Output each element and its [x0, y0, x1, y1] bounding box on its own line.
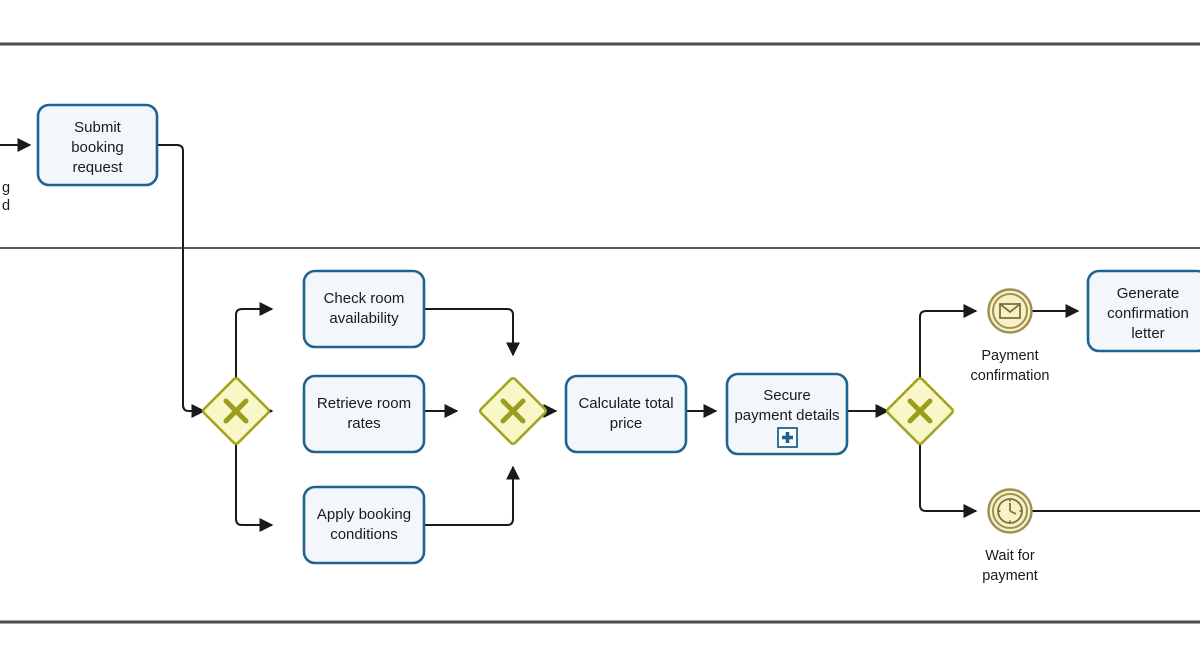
flow-check-to-merge[interactable]: [424, 308, 520, 357]
event-label: payment: [982, 568, 1038, 584]
flow-submit-to-submit-split[interactable]: [157, 144, 206, 418]
task-generate-confirmation-letter[interactable]: Generate confirmation letter: [1086, 269, 1200, 353]
task-label: letter: [1131, 325, 1164, 342]
task-shape: [302, 485, 426, 565]
task-label: Retrieve room: [317, 395, 411, 412]
task-label: request: [72, 159, 123, 176]
exclusive-x-icon: [223, 398, 249, 424]
event-label: Payment: [981, 348, 1038, 364]
clipped-label-line-1: g: [2, 180, 10, 196]
subprocess-expand-plus-icon[interactable]: [777, 427, 798, 448]
sequence-flows: [0, 138, 1200, 532]
task-label: price: [610, 415, 643, 432]
flow-split-to-apply[interactable]: [235, 435, 274, 532]
subprocess-label: payment details: [734, 407, 839, 424]
task-submit-booking-request[interactable]: Submit booking request: [36, 103, 159, 187]
clock-icon: [997, 498, 1023, 524]
event-payment-confirmation[interactable]: Payment confirmation: [971, 288, 1050, 385]
task-shape: [564, 374, 688, 454]
task-apply-booking-conditions[interactable]: Apply booking conditions: [302, 485, 426, 565]
subprocess-secure-payment-details[interactable]: Secure payment details: [725, 372, 849, 456]
flow-apply-to-merge[interactable]: [424, 465, 520, 526]
gateway-split-payment-outcome[interactable]: [886, 377, 954, 445]
task-label: Submit: [74, 119, 122, 136]
task-shape: [36, 103, 159, 187]
task-label: Check room: [324, 290, 405, 307]
envelope-icon: [999, 303, 1021, 319]
task-retrieve-room-rates[interactable]: Retrieve room rates: [302, 374, 426, 454]
task-label: Apply booking: [317, 506, 411, 523]
task-label: booking: [71, 139, 124, 156]
pool-lanes: [0, 42, 1200, 624]
event-label: Wait for: [985, 548, 1035, 564]
subprocess-label: Secure: [763, 387, 811, 404]
task-shape: [302, 269, 426, 349]
task-shape: [1086, 269, 1200, 353]
flow-split-to-check[interactable]: [235, 302, 274, 387]
clipped-label-line-2: d: [2, 198, 10, 214]
event-wait-for-payment[interactable]: Wait for payment: [982, 488, 1038, 585]
task-label: Generate: [1117, 285, 1180, 302]
clipped-start-event-label: g d: [2, 180, 10, 214]
task-label: rates: [347, 415, 380, 432]
task-label: confirmation: [1107, 305, 1189, 322]
flow-paysplit-to-confirmation[interactable]: [919, 304, 978, 387]
task-label: conditions: [330, 526, 398, 543]
task-calculate-total-price[interactable]: Calculate total price: [564, 374, 688, 454]
exclusive-x-icon: [500, 398, 526, 424]
exclusive-x-icon: [907, 398, 933, 424]
task-label: availability: [329, 310, 399, 327]
subprocess-shape: [725, 372, 849, 456]
gateway-split-parallel-check[interactable]: [202, 377, 270, 445]
event-label: confirmation: [971, 368, 1050, 384]
task-label: Calculate total: [578, 395, 673, 412]
flow-paysplit-to-wait[interactable]: [919, 435, 978, 518]
gateway-merge-parallel-check[interactable]: [479, 377, 547, 445]
task-check-room-availability[interactable]: Check room availability: [302, 269, 426, 349]
task-shape: [302, 374, 426, 454]
